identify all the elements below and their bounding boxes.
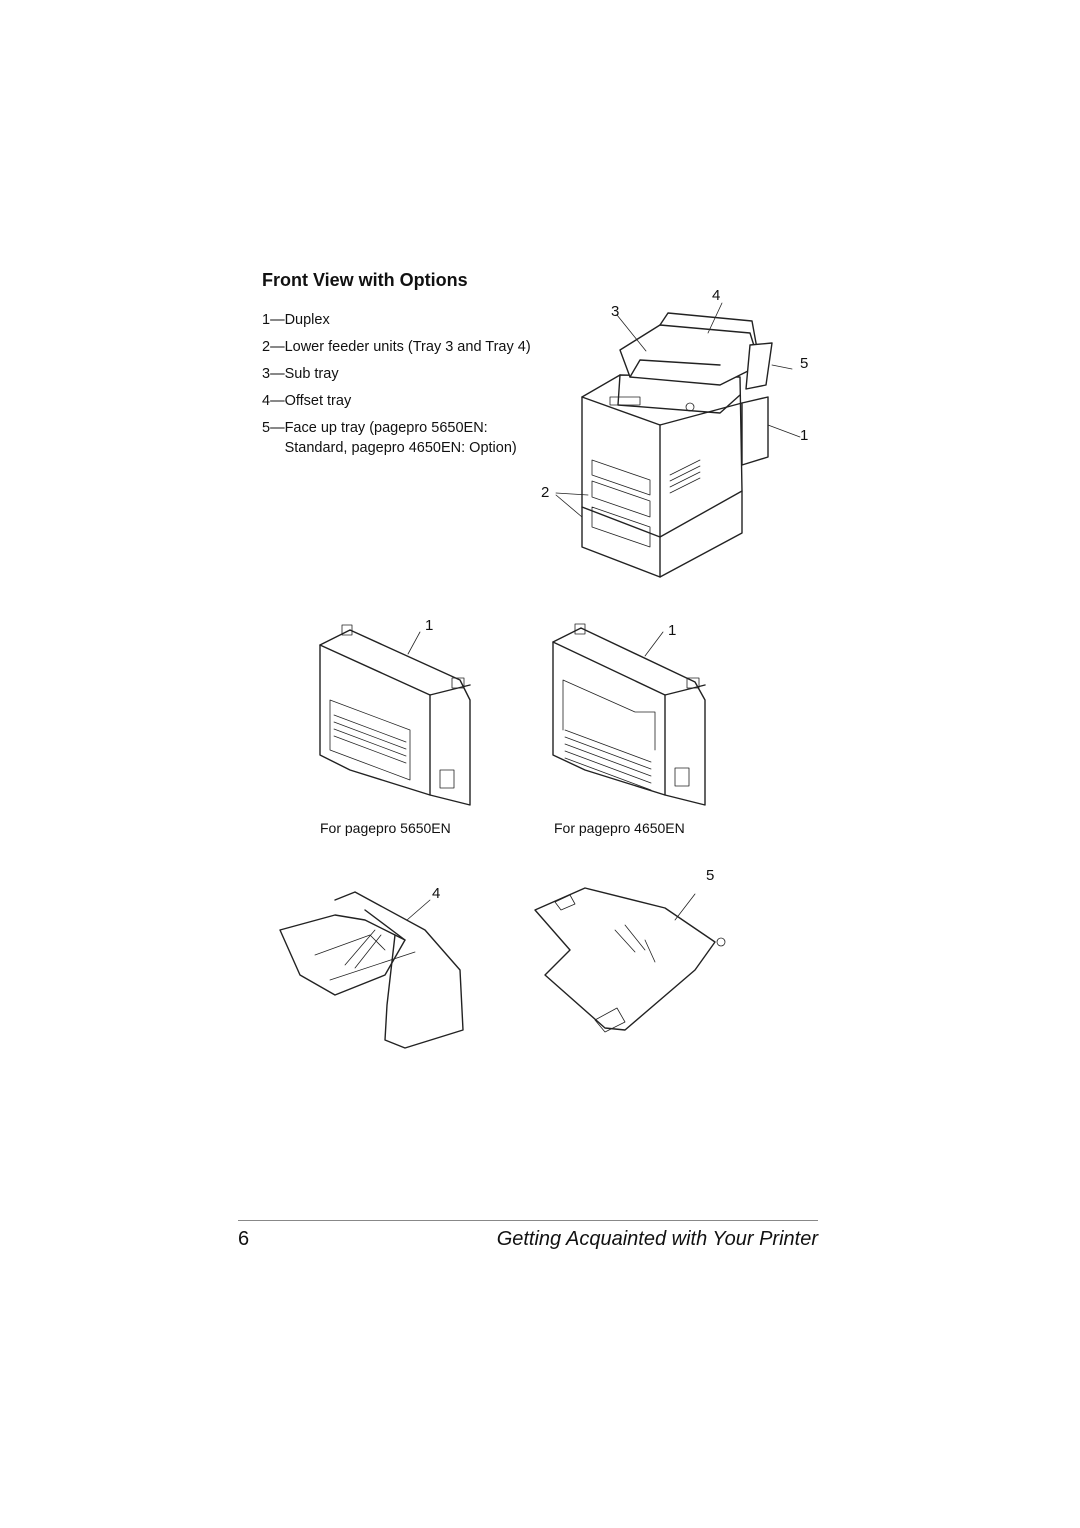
legend-item-offset-tray: 4— Offset tray (262, 391, 532, 411)
legend-text: Face up tray (pagepro 5650EN: Standard, … (284, 420, 517, 456)
duplex-5650en-callout: 1 (425, 617, 434, 634)
legend-text: Duplex (284, 312, 330, 328)
legend-text: Offset tray (284, 393, 352, 409)
duplex-4650en-callout: 1 (668, 622, 677, 639)
callout-2: 2 (541, 484, 550, 501)
callout-3: 3 (611, 303, 620, 320)
legend-list: 1— Duplex 2— Lower feeder units (Tray 3 … (262, 310, 532, 465)
legend-item-sub-tray: 3— Sub tray (262, 364, 532, 384)
offset-tray-illustration (279, 891, 464, 1049)
footer-divider (238, 1220, 818, 1221)
callout-1: 1 (800, 427, 809, 444)
face-up-tray-illustration (534, 887, 726, 1033)
legend-text: Sub tray (284, 366, 339, 382)
legend-number: 5— (262, 420, 285, 436)
duplex-5650en-illustration (319, 624, 471, 806)
face-up-tray-callout: 5 (706, 867, 715, 884)
duplex-4650en-illustration (552, 623, 706, 806)
page-number: 6 (238, 1228, 250, 1250)
legend-number: 4— (262, 393, 285, 409)
printer-front-view-illustration (555, 302, 801, 578)
legend-item-lower-feeder: 2— Lower feeder units (Tray 3 and Tray 4… (262, 337, 532, 357)
legend-number: 1— (262, 312, 285, 328)
section-title: Front View with Options (262, 270, 468, 290)
legend-number: 2— (262, 339, 285, 355)
legend-text: Lower feeder units (Tray 3 and Tray 4) (284, 339, 531, 355)
duplex-4650en-caption: For pagepro 4650EN (554, 820, 685, 836)
offset-tray-callout: 4 (432, 885, 441, 902)
legend-item-face-up-tray: 5— Face up tray (pagepro 5650EN: Standar… (262, 418, 532, 458)
duplex-5650en-caption: For pagepro 5650EN (320, 820, 451, 836)
footer-chapter-title: Getting Acquainted with Your Printer (496, 1228, 818, 1250)
legend-number: 3— (262, 366, 285, 382)
legend-item-duplex: 1— Duplex (262, 310, 532, 330)
callout-4: 4 (712, 287, 721, 304)
callout-5: 5 (800, 355, 809, 372)
